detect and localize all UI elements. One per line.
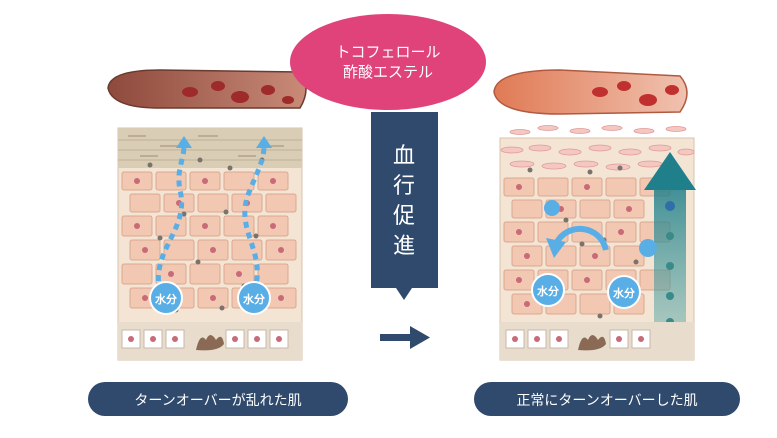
left-caption-pill [88,382,348,416]
next-arrow [380,326,430,349]
right-water-bubble-small-1 [544,200,560,216]
bubble-line-2: 酢酸エステル [342,63,433,81]
center-group [290,14,486,349]
banner-char-3: 促 [392,204,415,229]
right-water-bubble-small-2 [639,239,657,257]
left-water-drop-2 [237,281,271,315]
left-melanocyte [196,335,224,351]
right-caption: 正常にターンオーバーした肌 [516,393,698,409]
right-surface-flakes [500,125,695,171]
left-water-arrows [155,145,267,293]
right-water-label-1: 水分 [537,285,559,298]
left-water-drop-1 [149,281,183,315]
right-circulation-arrow [546,226,609,258]
left-arrowhead-1 [176,136,192,148]
banner-char-1: 血 [392,144,415,169]
right-caption-pill [474,382,740,416]
banner-shape [371,112,438,300]
right-water-drop-2 [607,275,641,309]
left-cell-nuclei [134,178,284,301]
bubble-label: トコフェロール 酢酸エステル [290,42,486,82]
left-arrowhead-2 [256,136,272,148]
right-melanocyte [578,335,606,351]
right-water-drop-1 [531,273,565,307]
banner-char-2: 行 [392,174,415,199]
right-blood-vessel [493,69,688,115]
banner-char-4: 進 [392,234,415,259]
left-blood-vessel [107,69,307,109]
left-skin-panel [88,69,348,416]
right-water-label-2: 水分 [613,287,635,300]
bubble-line-1: トコフェロール [335,43,441,61]
left-water-label-1: 水分 [155,293,177,306]
left-basal-layer [118,322,302,360]
left-caption: ターンオーバーが乱れた肌 [134,393,302,409]
right-skin-panel [474,69,740,416]
left-water-label-2: 水分 [243,293,265,306]
right-basal-layer [500,322,694,360]
bubble-shape [290,14,486,110]
left-stratum-corneum [118,128,302,168]
left-particles [147,157,265,313]
